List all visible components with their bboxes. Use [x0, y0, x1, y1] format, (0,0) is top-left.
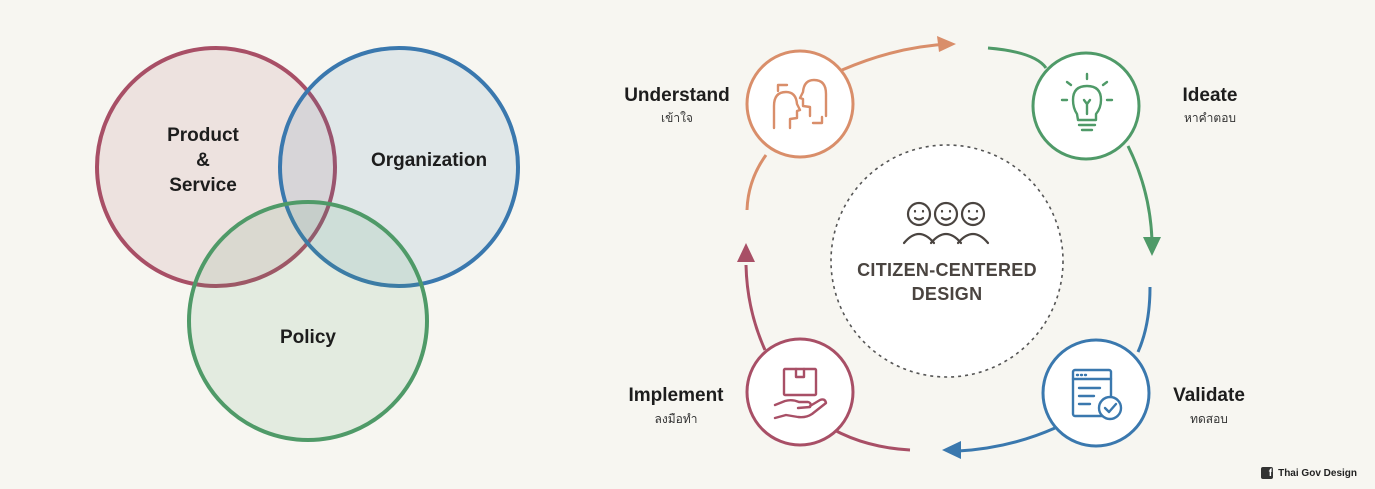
venn-diagram: Product & Service Organization Policy	[95, 46, 520, 442]
hand-box-icon	[773, 367, 828, 420]
cycle-diagram: CITIZEN-CENTERED DESIGN Understand เข้าใ…	[624, 36, 1245, 459]
venn-label-product-line2: &	[196, 150, 210, 171]
arc-ideate-to-validate	[987, 46, 1154, 241]
stage-understand-circle	[745, 49, 855, 159]
arc-validate-to-implement	[957, 286, 1152, 453]
stage-implement: Implement ลงมือทำ	[628, 337, 855, 447]
venn-label-product-line1: Product	[167, 125, 239, 146]
stage-implement-label: Implement	[628, 385, 724, 406]
center-title-line2: DESIGN	[912, 284, 983, 304]
facebook-icon: f	[1261, 467, 1274, 479]
stage-validate-label: Validate	[1173, 385, 1245, 406]
lightbulb-icon	[1060, 72, 1114, 132]
arrowhead-ideate-validate	[1143, 237, 1161, 256]
stage-validate: Validate ทดสอบ	[1041, 338, 1245, 448]
stage-ideate-label: Ideate	[1183, 85, 1238, 106]
stage-understand: Understand เข้าใจ	[624, 49, 855, 159]
credit[interactable]: f Thai Gov Design	[1261, 467, 1357, 479]
center-title-line1: CITIZEN-CENTERED	[857, 260, 1037, 280]
people-exchange-icon	[772, 78, 828, 130]
venn-circle-policy	[187, 200, 429, 442]
venn-circle-organization	[278, 46, 520, 288]
arc-understand-down	[745, 154, 768, 211]
stage-ideate-sub: หาคำตอบ	[1184, 111, 1236, 125]
center-dotted-circle	[830, 144, 1064, 378]
venn-label-product-line3: Service	[169, 175, 237, 196]
stage-implement-circle	[745, 337, 855, 447]
stage-understand-sub: เข้าใจ	[661, 111, 693, 125]
stage-implement-sub: ลงมือทำ	[655, 412, 698, 426]
stage-understand-label: Understand	[624, 85, 730, 106]
venn-circle-product	[95, 46, 337, 288]
stage-validate-circle	[1041, 338, 1151, 448]
credit-text: Thai Gov Design	[1278, 467, 1357, 479]
arrowhead-understand-ideate	[937, 36, 956, 52]
arrowhead-implement-understand	[737, 243, 755, 262]
checklist-window-icon	[1071, 368, 1123, 421]
stage-ideate: Ideate หาคำตอบ	[1031, 51, 1238, 161]
stage-validate-sub: ทดสอบ	[1190, 412, 1228, 426]
arc-understand-to-ideate	[841, 42, 949, 72]
venn-label-policy: Policy	[280, 327, 336, 348]
people-icon	[902, 201, 990, 245]
arrowhead-validate-implement	[942, 441, 961, 459]
venn-label-organization: Organization	[371, 150, 487, 171]
